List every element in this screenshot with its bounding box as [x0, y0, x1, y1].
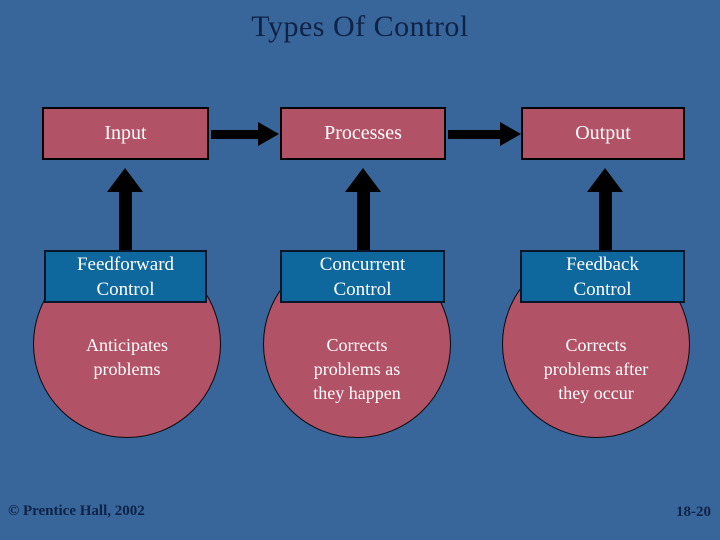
arrow-shaft [211, 129, 258, 139]
description-text-concurrent: Corrects problems as they happen [313, 335, 401, 403]
arrow-head [258, 122, 279, 146]
slide-title: Types Of Control [251, 10, 469, 43]
description-text-feedback: Corrects problems after they occur [543, 335, 649, 403]
stage-box-input-label: Input [104, 122, 147, 144]
control-box-concurrent: Concurrent Control [280, 250, 445, 303]
up-arrow-icon [587, 168, 623, 250]
arrow-head [107, 168, 143, 192]
arrow-head [345, 168, 381, 192]
footer-page-number: 18-20 [676, 504, 711, 520]
arrow-head [587, 168, 623, 192]
arrow-shaft [356, 192, 370, 250]
arrow-shaft [118, 192, 132, 250]
arrow-shaft [598, 192, 612, 250]
flow-arrow-right-icon [448, 122, 521, 146]
control-box-feedforward: Feedforward Control [44, 250, 207, 303]
arrow-head [500, 122, 521, 146]
stage-box-output: Output [521, 107, 685, 160]
footer-copyright: © Prentice Hall, 2002 [8, 503, 145, 519]
stage-box-output-label: Output [575, 122, 631, 144]
stage-box-processes: Processes [280, 107, 446, 160]
description-text-feedforward: Anticipates problems [86, 335, 168, 379]
flow-arrow-right-icon [211, 122, 279, 146]
stage-box-input: Input [42, 107, 209, 160]
stage-box-processes-label: Processes [324, 122, 402, 144]
up-arrow-icon [107, 168, 143, 250]
control-box-feedback: Feedback Control [520, 250, 685, 303]
up-arrow-icon [345, 168, 381, 250]
arrow-shaft [448, 129, 500, 139]
